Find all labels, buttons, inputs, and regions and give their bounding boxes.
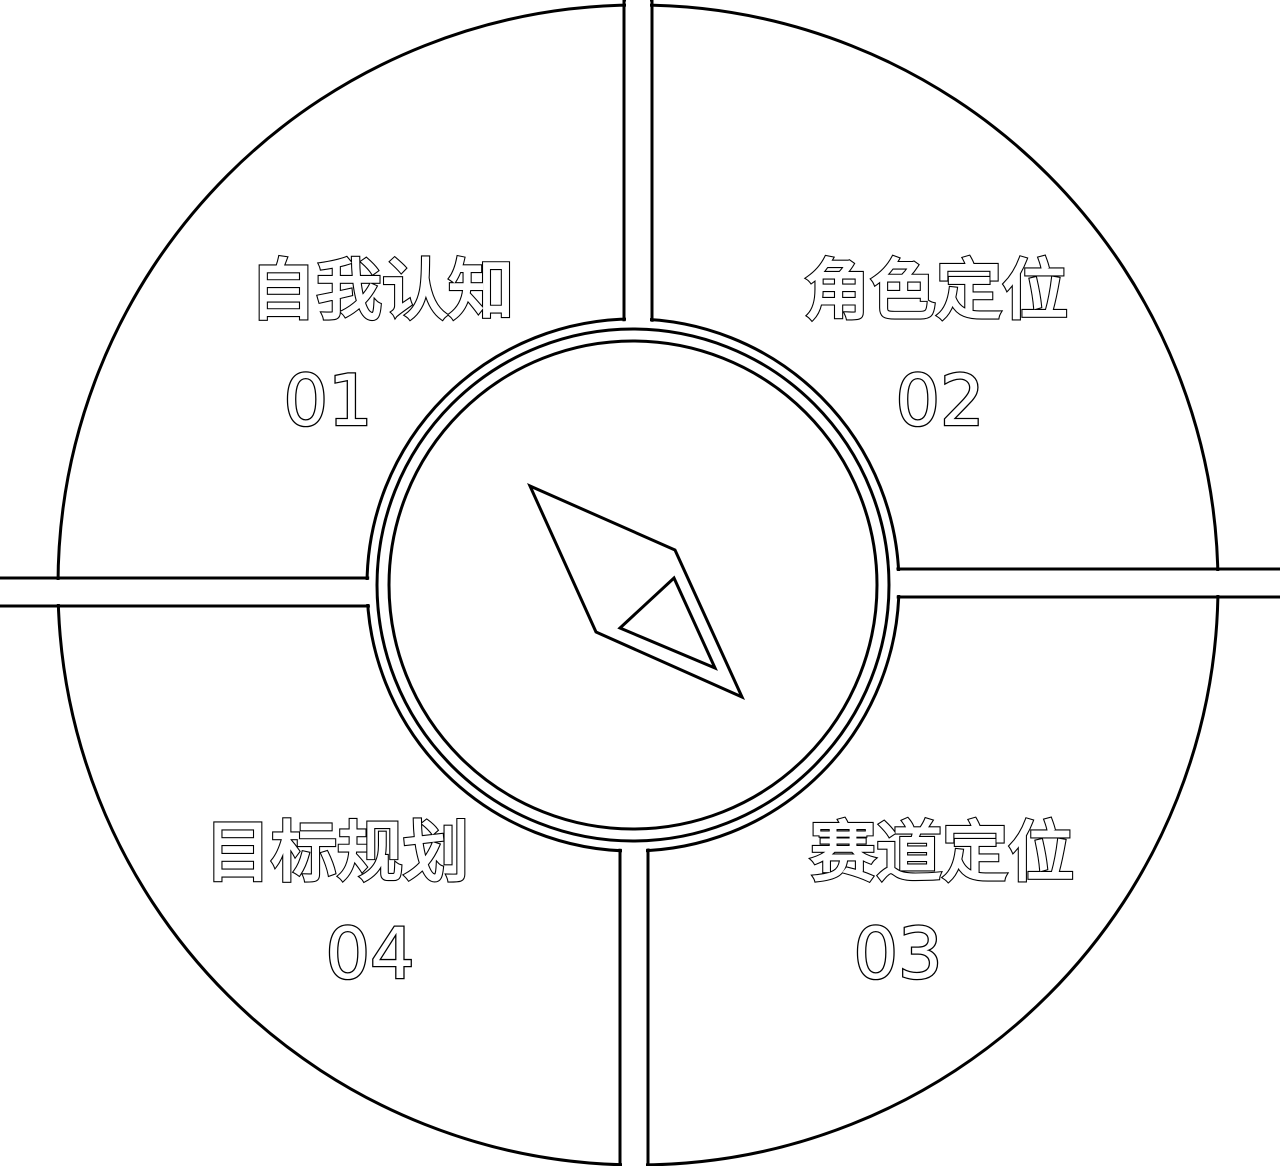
segment-title: 赛道定位 (810, 814, 1074, 891)
segment-number: 04 (325, 913, 414, 995)
segment-top-left: 自我认知 01 (249, 251, 515, 443)
segment-title: 目标规划 (205, 814, 469, 891)
segment-title: 自我认知 (250, 252, 514, 329)
segment-title: 角色定位 (804, 252, 1068, 329)
segment-top-right: 角色定位 02 (803, 251, 1069, 443)
compass-icon (527, 483, 746, 700)
segment-number: 02 (895, 360, 984, 442)
segment-bottom-right: 赛道定位 03 (809, 813, 1075, 996)
segment-bottom-left: 目标规划 04 (204, 813, 470, 996)
segment-number: 03 (853, 913, 942, 995)
segment-number: 01 (283, 360, 372, 442)
